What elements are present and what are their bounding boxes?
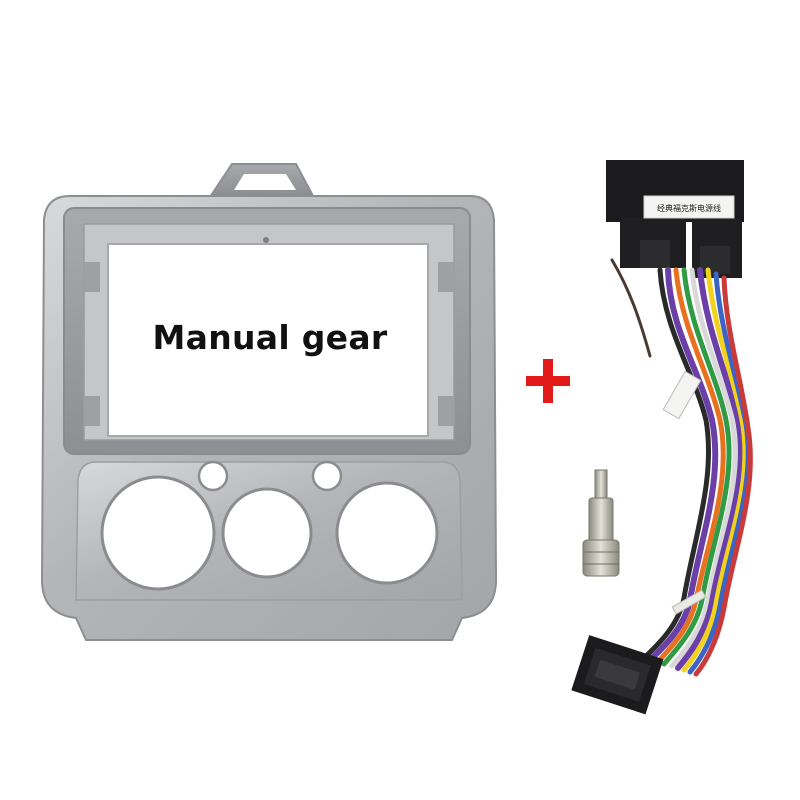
- knob-hole-right: [335, 481, 439, 585]
- small-hole-right: [311, 460, 343, 492]
- small-hole-left: [197, 460, 229, 492]
- knob-hole-left: [100, 475, 216, 591]
- antenna-adapter: [582, 469, 620, 577]
- connector-label-text: 经典福克斯电源线: [657, 203, 721, 213]
- wiring-harness: 经典福克斯电源线: [571, 160, 753, 715]
- knob-hole-center: [221, 487, 313, 579]
- dash-frame: [40, 163, 498, 641]
- connector-label: [643, 195, 735, 219]
- screen-opening: [107, 243, 429, 437]
- manual-gear-label: Manual gear: [152, 318, 388, 357]
- plus-icon: [522, 355, 574, 407]
